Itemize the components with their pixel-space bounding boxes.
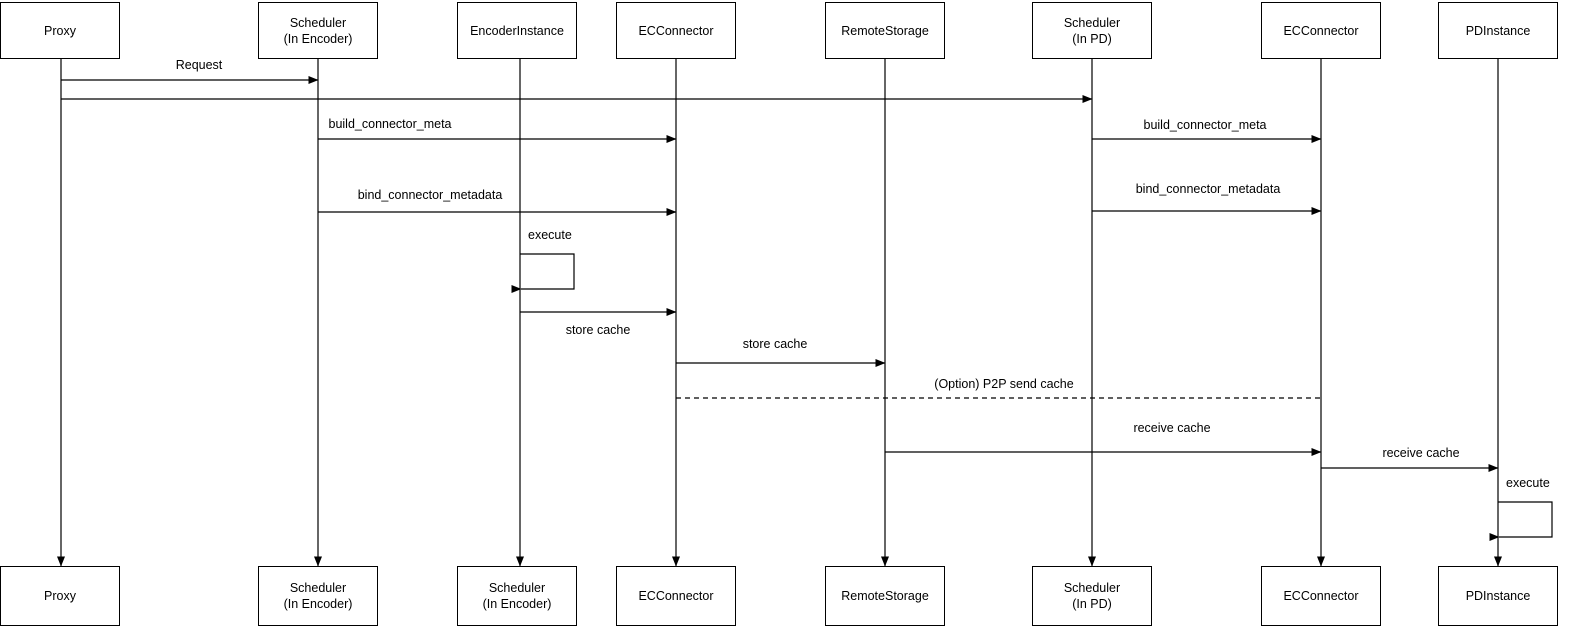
participant-box-remote_store-top: RemoteStorage [825, 2, 945, 59]
message-label-m6: bind_connector_metadata [1135, 182, 1281, 196]
message-label-m1: Request [175, 58, 223, 72]
participant-box-pd_inst-bottom: PDInstance [1438, 566, 1558, 626]
participant-label-line1: Scheduler [289, 15, 347, 30]
participant-label-line1: PDInstance [1465, 589, 1531, 603]
message-label-m13: execute [1506, 476, 1550, 490]
participant-box-ec_conn_enc-top: ECConnector [616, 2, 736, 59]
message-label-m5: bind_connector_metadata [357, 188, 503, 202]
message-label-m9: store cache [742, 337, 808, 351]
message-m7-self-loop [511, 253, 575, 293]
message-label-m12: receive cache [1382, 446, 1460, 460]
participant-label-line1: EncoderInstance [470, 23, 564, 38]
participant-label-line1: ECConnector [638, 23, 714, 38]
participant-box-sched_pd-top: Scheduler(In PD) [1032, 2, 1152, 59]
participant-box-ec_conn_pd-top: ECConnector [1261, 2, 1381, 59]
participant-label-line1: ECConnector [1283, 589, 1359, 603]
message-m13-self-loop [1489, 501, 1553, 541]
message-label-m10: (Option) P2P send cache [934, 377, 1074, 391]
participant-label-line2: (In PD) [1072, 597, 1112, 611]
message-label-m8: store cache [565, 323, 631, 337]
participant-label-line2: (In Encoder) [283, 31, 353, 46]
message-label-m11: receive cache [1133, 421, 1211, 435]
participant-label-line2: (In Encoder) [283, 597, 353, 611]
participant-box-sched_pd-bottom: Scheduler (In PD) [1032, 566, 1152, 626]
participant-box-encoder_inst-bottom: Scheduler (In Encoder) [457, 566, 577, 626]
participant-box-encoder_inst-top: EncoderInstance [457, 2, 577, 59]
participant-label-line1: Scheduler [488, 581, 546, 595]
participant-label-line2: (In PD) [1072, 31, 1112, 46]
participant-box-ec_conn_pd-bottom: ECConnector [1261, 566, 1381, 626]
participant-label-line1: Proxy [44, 589, 76, 603]
participant-box-proxy-top: Proxy [0, 2, 120, 59]
participant-box-sched_enc-bottom: Scheduler (In Encoder) [258, 566, 378, 626]
message-label-m4: build_connector_meta [1143, 118, 1267, 132]
participant-label-line1: ECConnector [1283, 23, 1359, 38]
lifelines-group [57, 59, 1502, 567]
message-label-m7: execute [528, 228, 572, 242]
participant-box-remote_store-bottom: RemoteStorage [825, 566, 945, 626]
participant-box-ec_conn_enc-bottom: ECConnector [616, 566, 736, 626]
message-label-m3: build_connector_meta [328, 117, 452, 131]
participant-label-line1: RemoteStorage [841, 23, 929, 38]
messages-group [61, 76, 1553, 541]
participant-label-line1: ECConnector [638, 589, 714, 603]
participant-box-pd_inst-top: PDInstance [1438, 2, 1558, 59]
participant-box-sched_enc-top: Scheduler(In Encoder) [258, 2, 378, 59]
participant-label-line1: RemoteStorage [841, 589, 929, 603]
participant-label-line1: Proxy [44, 23, 76, 38]
participant-label-line1: PDInstance [1465, 23, 1531, 38]
participant-label-line1: Scheduler [1063, 15, 1121, 30]
participant-label-line2: (In Encoder) [482, 597, 552, 611]
participant-label-line1: Scheduler [289, 581, 347, 595]
participant-label-line1: Scheduler [1063, 581, 1121, 595]
participant-box-proxy-bottom: Proxy [0, 566, 120, 626]
